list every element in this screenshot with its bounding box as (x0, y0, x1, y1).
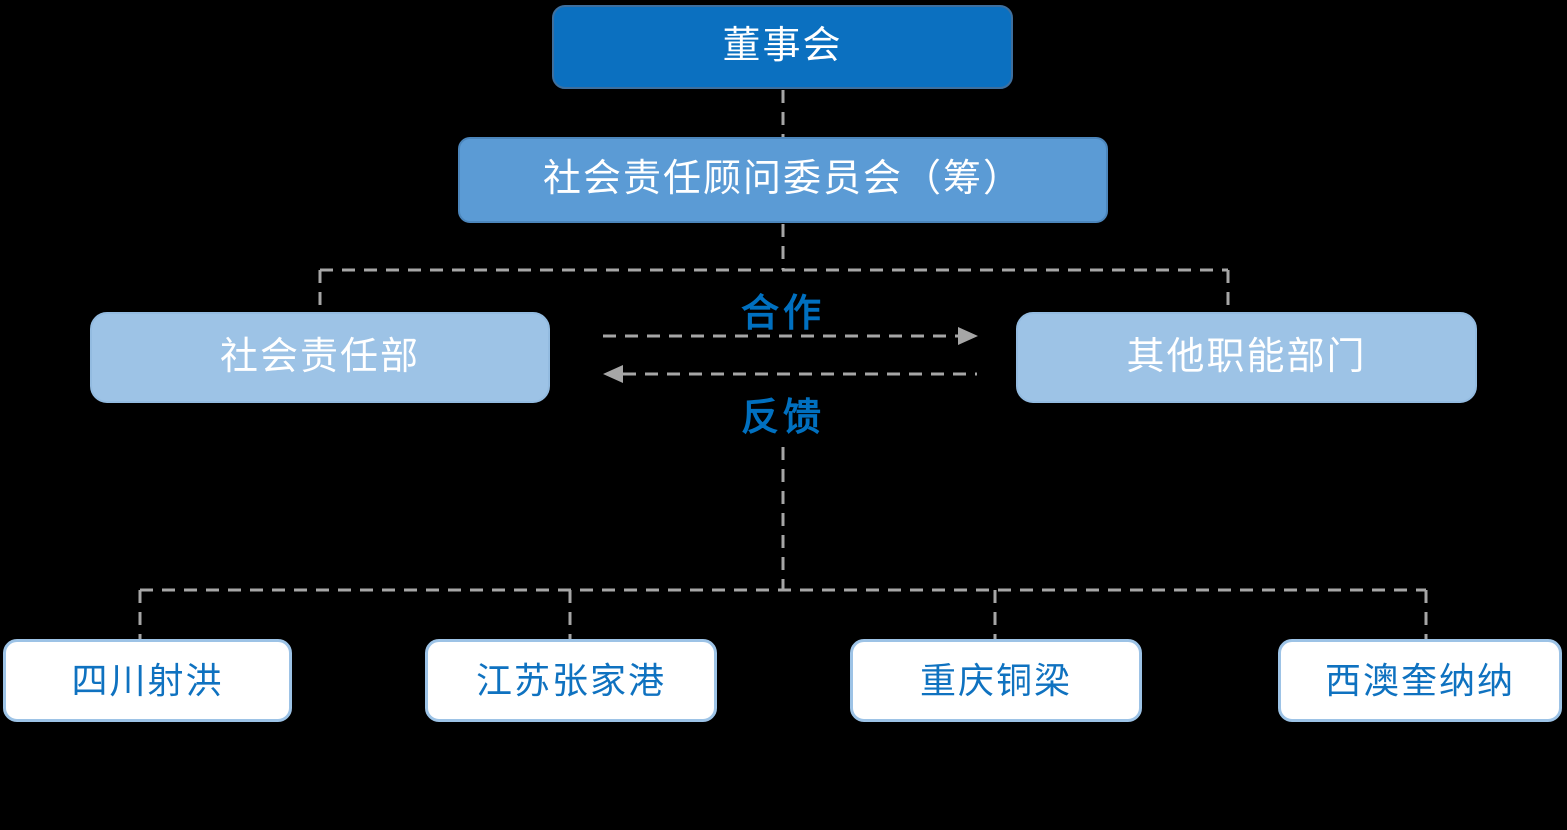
node-site-chongqing-tongliang-label: 重庆铜梁 (919, 659, 1072, 701)
node-other-departments: 其他职能部门 (1016, 312, 1477, 403)
node-committee-label: 社会责任顾问委员会（筹） (542, 158, 1023, 201)
node-board-label: 董事会 (722, 25, 843, 68)
node-csr-department: 社会责任部 (90, 312, 550, 403)
node-other-departments-label: 其他职能部门 (1126, 335, 1367, 378)
feedback-arrowhead-left-icon (603, 365, 623, 383)
node-site-sichuan-shehong: 四川射洪 (3, 639, 292, 722)
node-site-wa-kwinana: 西澳奎纳纳 (1278, 639, 1562, 722)
node-site-wa-kwinana-label: 西澳奎纳纳 (1324, 659, 1515, 701)
cooperation-arrowhead-right-icon (958, 327, 978, 345)
node-site-sichuan-shehong-label: 四川射洪 (71, 659, 224, 701)
node-site-chongqing-tongliang: 重庆铜梁 (850, 639, 1142, 722)
node-site-jiangsu-zhangjiagang: 江苏张家港 (425, 639, 717, 722)
cooperation-label: 合作 (740, 293, 825, 335)
node-csr-department-label: 社会责任部 (219, 335, 420, 378)
node-board: 董事会 (552, 5, 1013, 89)
feedback-label: 反馈 (740, 397, 825, 439)
node-site-jiangsu-zhangjiagang-label: 江苏张家港 (475, 659, 666, 701)
node-committee: 社会责任顾问委员会（筹） (458, 137, 1108, 223)
